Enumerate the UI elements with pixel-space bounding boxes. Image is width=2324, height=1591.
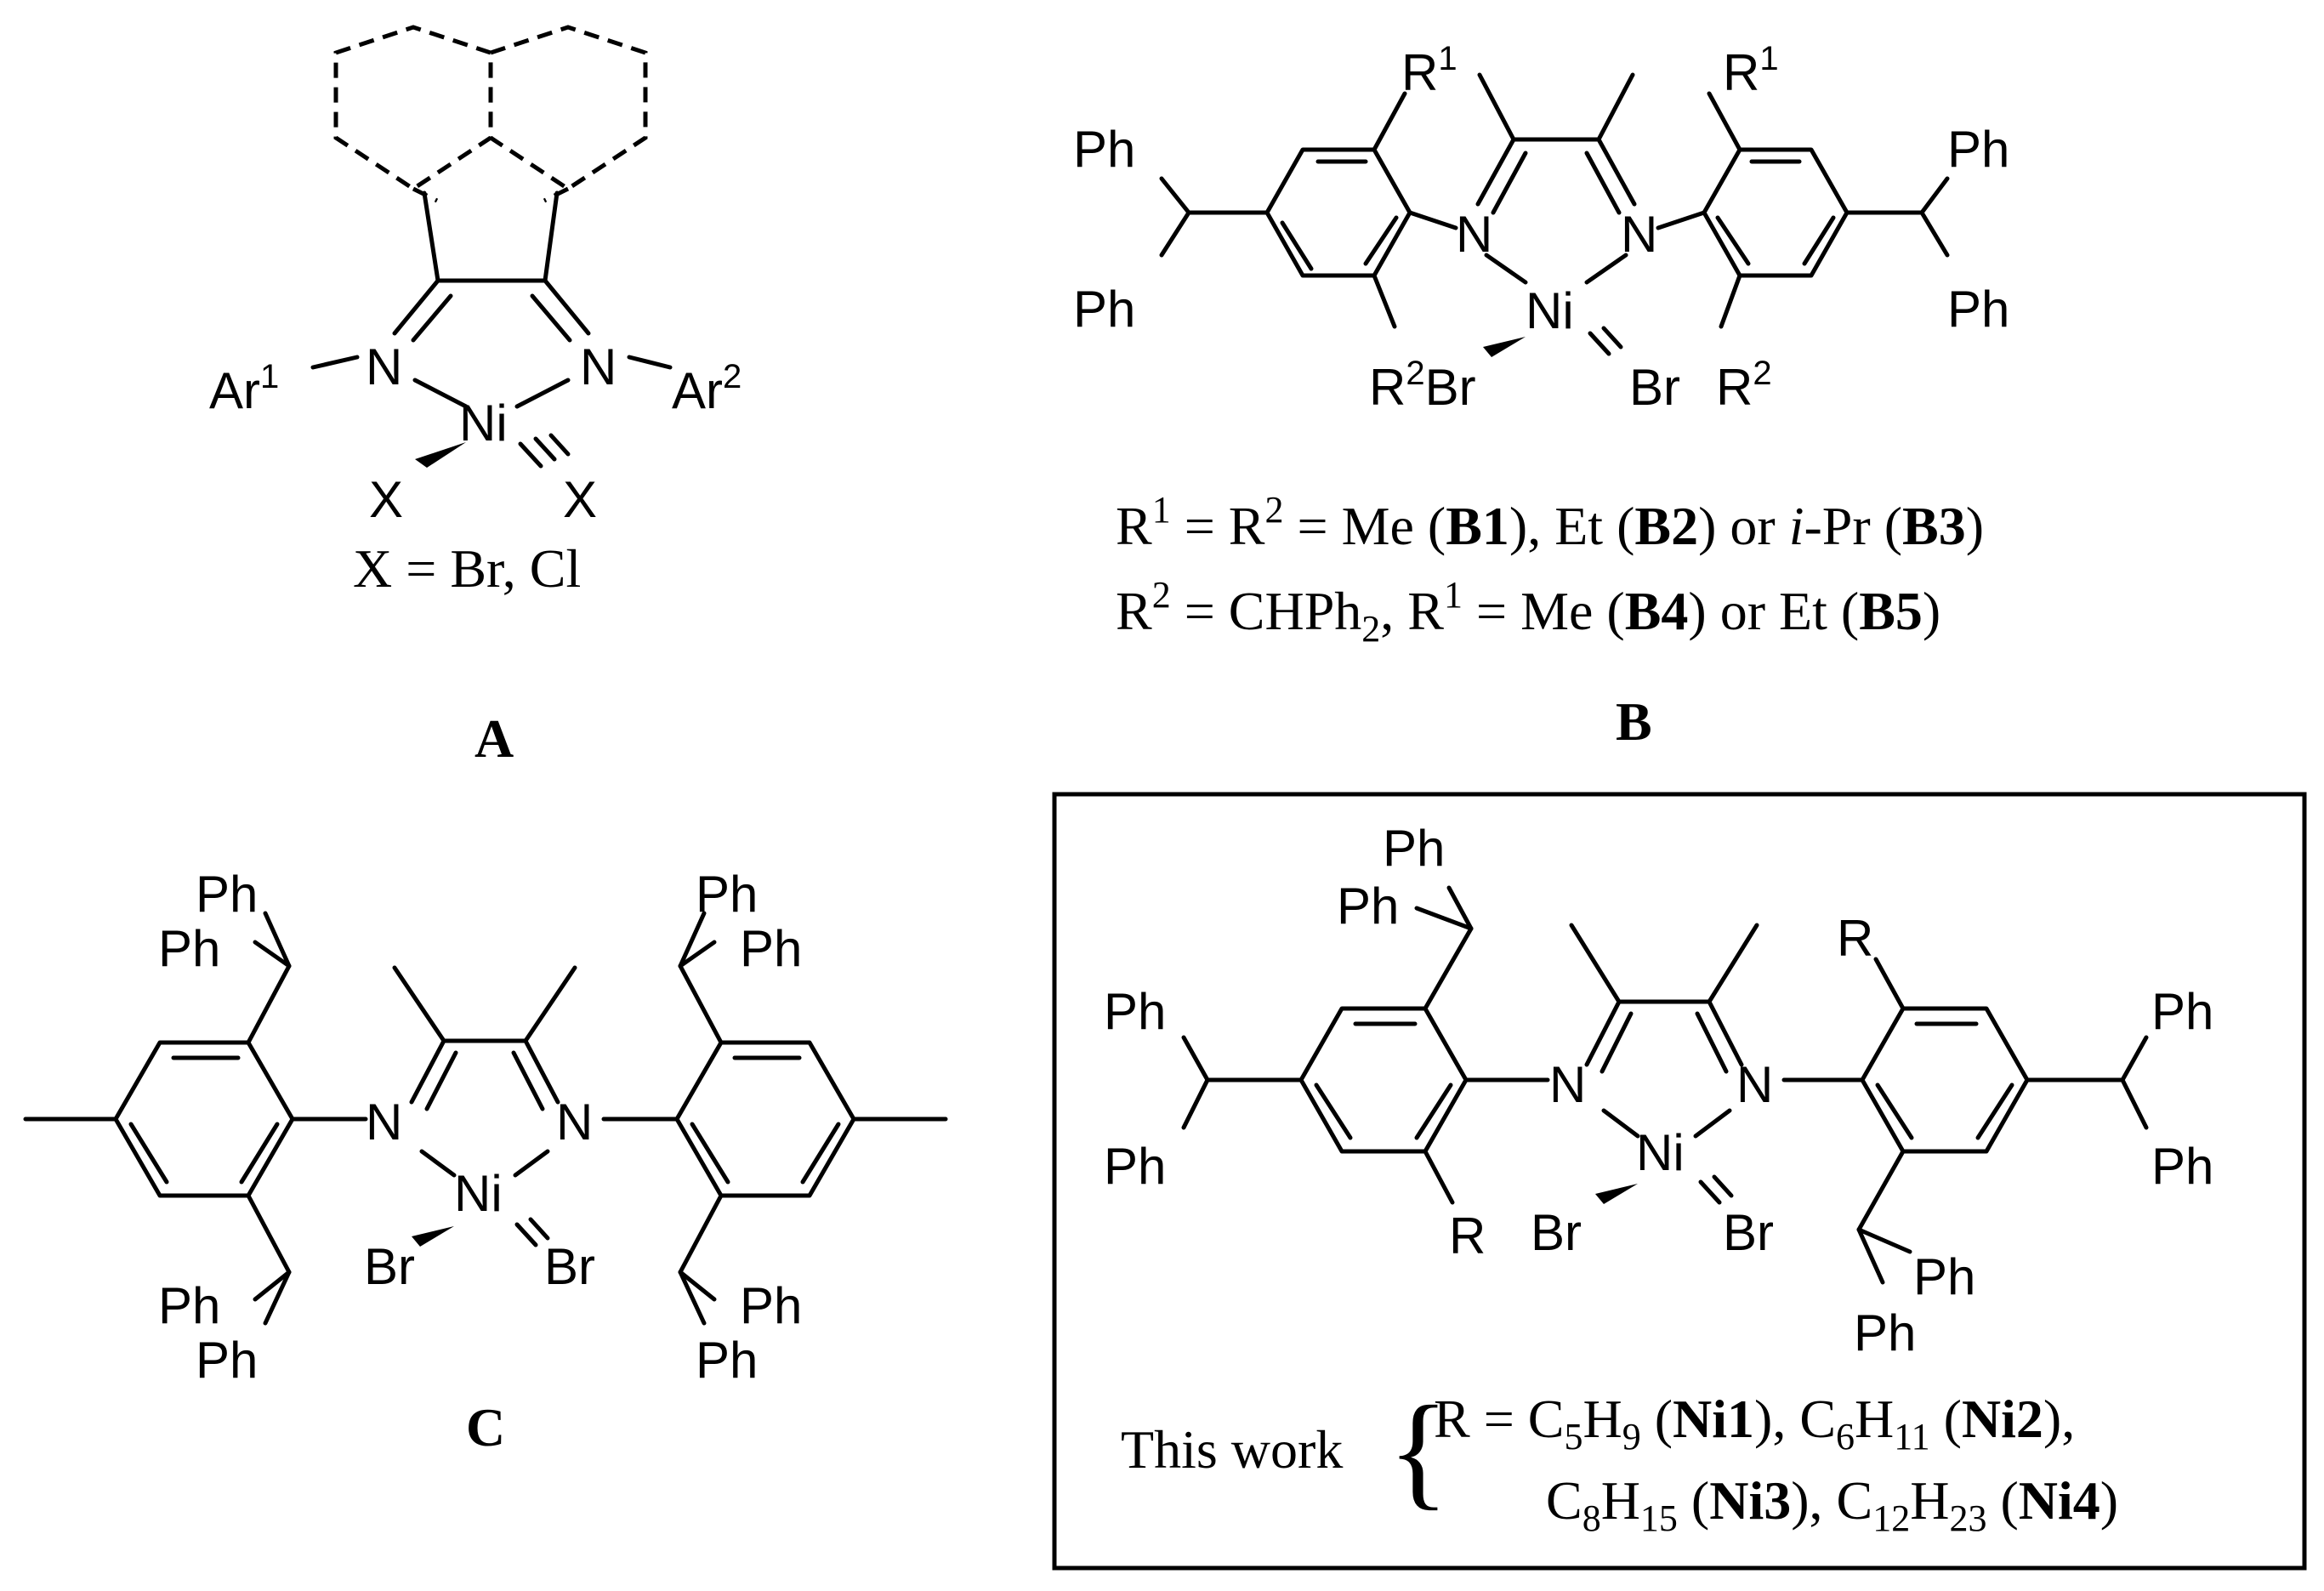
structure-a: N N Ni Ar1 Ar2 X X X = Br, Cl A [209,25,742,769]
ni-a: Ni [459,395,508,452]
x-left-a: X [369,471,403,528]
r-d-right: R [1837,910,1873,967]
r1-b-right: R1 [1723,40,1779,101]
structure-c: Ph Ph Ph Ph N N Ni Br Br Ph Ph Ph Ph C [23,866,948,1457]
this-work-line1: R = C5H9 (Ni1), C6H11 (Ni2), [1434,1389,2075,1457]
br-d-left: Br [1531,1204,1582,1261]
br-d-right: Br [1723,1204,1774,1261]
ni-b: Ni [1526,282,1574,339]
br-c-left: Br [364,1238,415,1295]
n-left-a: N [366,338,402,395]
ph-c-8: Ph [696,1332,758,1389]
ph-c-4: Ph [196,1332,258,1389]
ph-b-tl: Ph [1073,121,1135,178]
ph-d-7: Ph [1913,1248,1975,1305]
n-right-a: N [580,338,617,395]
ph-d-5: Ph [2151,983,2213,1040]
note-a: X = Br, Cl [353,538,581,599]
ph-c-6: Ph [740,920,802,977]
ph-b-tr: Ph [1947,121,2009,178]
ph-d-2: Ph [1337,878,1399,935]
ph-b-bl: Ph [1073,281,1135,338]
r1-b-left: R1 [1401,40,1457,101]
ni-d: Ni [1636,1124,1685,1181]
ph-c-7: Ph [740,1277,802,1334]
ph-b-br: Ph [1947,281,2009,338]
ph-d-6: Ph [2151,1138,2213,1195]
ph-d-8: Ph [1854,1304,1916,1361]
this-work-line2: C8H15 (Ni3), C12H23 (Ni4) [1546,1470,2118,1539]
ph-d-4: Ph [1104,1138,1166,1195]
structure-d: Ph Ph Ph Ph R N N Ni Br Br R Ph Ph Ph Ph… [1104,820,2213,1539]
ar2-a: Ar2 [672,358,742,419]
ph-c-3: Ph [158,1277,220,1334]
r-d-left: R [1449,1207,1486,1264]
ar1-a: Ar1 [209,358,279,419]
panel-label-b: B [1616,691,1652,752]
panel-label-a: A [474,708,514,769]
n-b-right: N [1621,206,1657,263]
ph-c-1: Ph [196,866,258,923]
ph-d-3: Ph [1104,983,1166,1040]
this-work-brace: { [1388,1380,1449,1521]
n-d-left: N [1549,1056,1586,1113]
structure-b-main [1159,72,1950,357]
r2br-b-left: R2Br [1369,355,1476,416]
br-b-right: Br [1629,359,1680,416]
n-b-left: N [1456,206,1492,263]
ni-c: Ni [454,1165,503,1222]
this-work-frame [1052,792,2307,1571]
n-c-left: N [366,1094,402,1151]
n-d-right: N [1736,1056,1773,1113]
dashed-ring-right [488,25,648,191]
panel-label-c: C [466,1397,505,1457]
legend-b-line1: R1 = R2 = Me (B1), Et (B2) or i-Pr (B3) [1116,489,1984,556]
ph-c-5: Ph [696,866,758,923]
n-c-right: N [556,1094,593,1151]
r2-b-right: R2 [1716,355,1772,416]
legend-b-line2: R2 = CHPh2, R1 = Me (B4) or Et (B5) [1116,574,1940,650]
this-work-label: This work [1121,1419,1343,1480]
ph-c-2: Ph [158,920,220,977]
x-right-a: X [563,471,597,528]
labels-b: Ph Ph R1 R2Br N N Ni Br R1 R2 Ph Ph R1 =… [1073,40,2009,752]
ph-d-1: Ph [1383,820,1445,877]
br-c-right: Br [544,1238,595,1295]
